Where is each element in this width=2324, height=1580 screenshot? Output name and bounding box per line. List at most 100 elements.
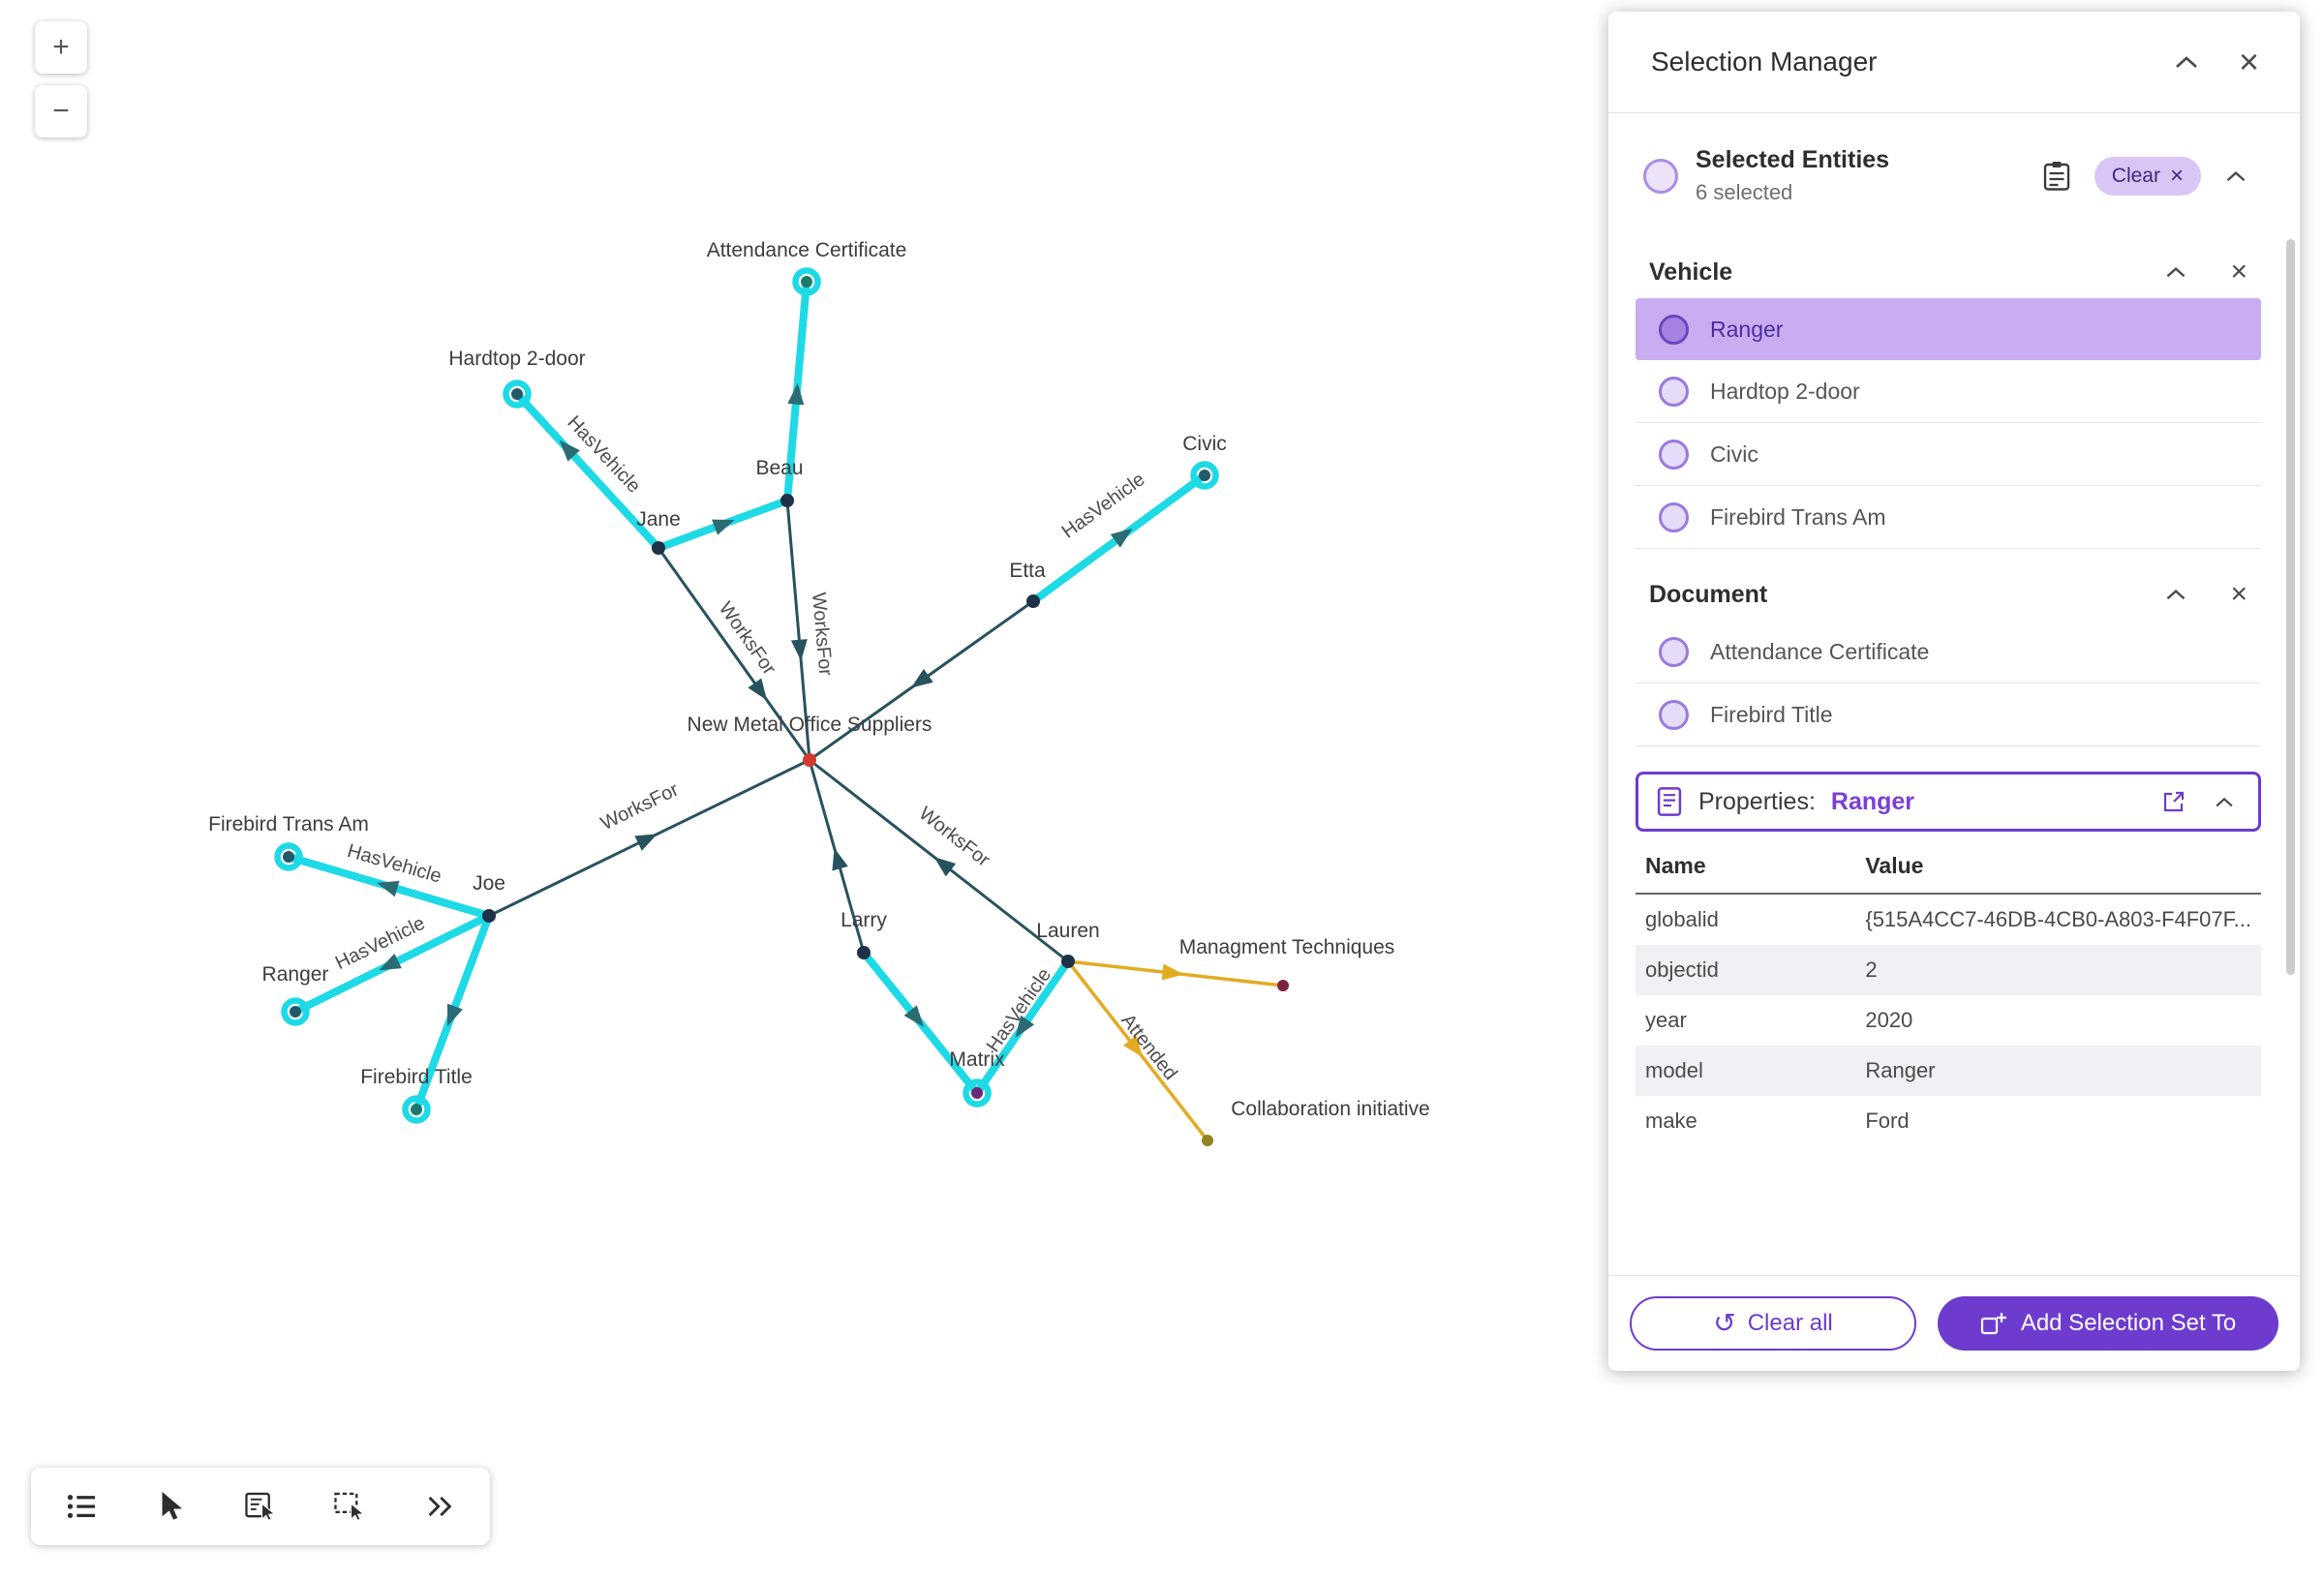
select-features-button[interactable] (230, 1476, 290, 1536)
node-selection-halo (792, 267, 821, 296)
node-etta[interactable] (1026, 594, 1040, 608)
node-matrix[interactable] (971, 1087, 983, 1099)
node-label-civic: Civic (1182, 433, 1227, 455)
node-selection-halo (402, 1095, 431, 1124)
zoom-control: + − (35, 21, 87, 137)
chevron-up-icon (2226, 170, 2246, 181)
select-features-icon (245, 1492, 276, 1521)
zoom-out-button[interactable]: − (35, 85, 87, 137)
list-item-civic[interactable]: Civic (1636, 423, 2261, 486)
edge-label: WorksFor (597, 778, 683, 835)
clear-selection-button[interactable]: Clear × (2094, 156, 2201, 196)
add-selection-label: Add Selection Set To (2020, 1310, 2237, 1336)
list-item-hardtop-2-door[interactable]: Hardtop 2-door (1636, 360, 2261, 423)
add-selection-set-button[interactable]: Add Selection Set To (1938, 1296, 2278, 1351)
property-value: {515A4CC7-46DB-4CB0-A803-F4F07F... (1865, 907, 2251, 931)
node-attendance_certificate[interactable] (801, 276, 812, 288)
property-name: model (1645, 1058, 1703, 1082)
panel-close-button[interactable]: × (2233, 39, 2265, 85)
pointer-select-button[interactable] (141, 1476, 201, 1536)
group-close-button[interactable]: × (2224, 252, 2253, 292)
undo-icon: ↺ (1713, 1308, 1736, 1338)
panel-header: Selection Manager × (1608, 12, 2300, 113)
edge-arrow-icon (748, 678, 768, 701)
node-lauren[interactable] (1061, 955, 1075, 968)
open-in-new-icon (2163, 791, 2185, 812)
table-row: objectid 2 (1636, 945, 2261, 995)
toolbar-expand-button[interactable] (410, 1476, 470, 1536)
chevron-up-icon (2167, 589, 2186, 600)
node-firebird_trans_am[interactable] (283, 851, 294, 863)
property-value: 2 (1865, 957, 1878, 982)
node-joe[interactable] (482, 909, 496, 923)
zoom-in-button[interactable]: + (35, 21, 87, 74)
entity-circle-icon (1659, 699, 1689, 730)
close-icon: × (2230, 578, 2248, 610)
edge-beau-company[interactable] (785, 500, 811, 761)
list-item-firebird-trans-am[interactable]: Firebird Trans Am (1636, 486, 2261, 549)
selected-entities-row: Selected Entities 6 selected Clear × (1636, 137, 2261, 227)
edge-label: HasVehicle (332, 913, 429, 975)
list-item-ranger[interactable]: Ranger (1636, 298, 2261, 360)
edge-arrow-icon (446, 1003, 463, 1027)
group-close-button[interactable]: × (2224, 574, 2253, 615)
node-label-matrix: Matrix (949, 1048, 1005, 1071)
property-value: Ford (1865, 1109, 1910, 1133)
node-ranger[interactable] (290, 1006, 301, 1018)
group-collapse-button[interactable] (2158, 259, 2193, 285)
marquee-select-icon (334, 1492, 366, 1521)
node-collaboration_initiative[interactable] (1202, 1135, 1213, 1146)
node-company[interactable] (803, 753, 816, 767)
selected-entities-collapse-button[interactable] (2218, 164, 2253, 189)
entity-circle-icon (1659, 501, 1689, 532)
node-label-firebird_title: Firebird Title (360, 1066, 473, 1088)
properties-header[interactable]: Properties: Ranger (1636, 772, 2261, 832)
map-toolbar (31, 1468, 490, 1545)
node-larry[interactable] (857, 946, 871, 959)
list-item-attendance-certificate[interactable]: Attendance Certificate (1636, 621, 2261, 684)
chevron-up-icon (2176, 56, 2197, 68)
selection-manager-panel: Selection Manager × Selected Entities 6 … (1608, 12, 2300, 1371)
scrollbar-thumb[interactable] (2286, 239, 2295, 975)
panel-collapse-button[interactable] (2167, 48, 2206, 76)
node-beau[interactable] (780, 494, 794, 507)
edge-jane-company[interactable] (657, 547, 811, 761)
node-civic[interactable] (1199, 470, 1210, 481)
list-item-firebird-title[interactable]: Firebird Title (1636, 684, 2261, 746)
table-row: year 2020 (1636, 995, 2261, 1046)
group-title: Vehicle (1649, 258, 1733, 286)
property-name: objectid (1645, 957, 1719, 982)
properties-collapse-button[interactable] (2208, 790, 2241, 814)
node-label-etta: Etta (1009, 560, 1046, 582)
edge-label: HasVehicle (983, 964, 1055, 1056)
node-label-hardtop: Hardtop 2-door (448, 348, 585, 370)
node-label-attendance_certificate: Attendance Certificate (707, 239, 907, 261)
properties-entity-name: Ranger (1830, 787, 1915, 815)
edge-arrow-icon (1161, 963, 1184, 981)
edge-arrow-icon (559, 440, 580, 462)
node-management_techniques[interactable] (1277, 980, 1289, 991)
edge-jane-hardtop[interactable] (514, 391, 661, 551)
clipboard-icon (2043, 161, 2069, 191)
minus-icon: − (52, 95, 70, 127)
properties-document-icon (1657, 787, 1682, 816)
legend-list-button[interactable] (51, 1476, 111, 1536)
edge-arrow-icon (933, 857, 957, 877)
entity-circle-icon (1659, 376, 1689, 407)
node-hardtop[interactable] (511, 388, 523, 400)
panel-body: Selected Entities 6 selected Clear × (1608, 113, 2300, 1275)
marquee-select-button[interactable] (320, 1476, 380, 1536)
node-jane[interactable] (652, 541, 665, 555)
entity-circle-icon (1659, 439, 1689, 470)
clear-all-button[interactable]: ↺ Clear all (1630, 1296, 1916, 1351)
selection-list-button[interactable] (2036, 154, 2077, 198)
node-firebird_title[interactable] (411, 1104, 422, 1115)
clear-x-icon: × (2169, 162, 2184, 189)
open-properties-button[interactable] (2156, 783, 2192, 820)
node-label-beau: Beau (755, 457, 803, 479)
property-name: globalid (1645, 907, 1719, 931)
edge-arrow-icon (787, 382, 805, 406)
group-collapse-button[interactable] (2158, 582, 2193, 607)
group-title: Document (1649, 580, 1768, 608)
